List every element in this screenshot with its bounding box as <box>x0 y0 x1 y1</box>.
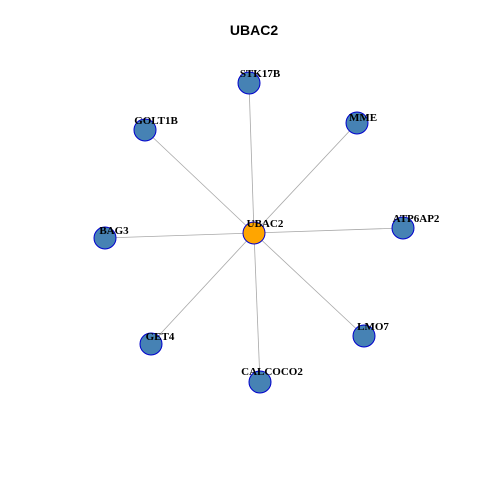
node-golt1b[interactable] <box>133 118 157 142</box>
edge-atp6ap2 <box>253 227 404 234</box>
edge-stk17b <box>248 82 255 234</box>
label-get4: GET4 <box>146 331 175 343</box>
label-calcoco2: CALCOCO2 <box>241 366 303 378</box>
label-lmo7: LMO7 <box>357 321 389 333</box>
labels-layer: STK17B MME ATP6AP2 LMO7 CALCOCO2 GET4 BA… <box>99 68 440 378</box>
label-atp6ap2: ATP6AP2 <box>393 213 440 225</box>
nodes-layer <box>93 71 415 394</box>
label-ubac2-hub: UBAC2 <box>247 218 284 230</box>
label-stk17b: STK17B <box>240 68 281 80</box>
edge-mme <box>253 122 358 234</box>
node-bag3[interactable] <box>93 226 117 250</box>
edge-golt1b <box>144 129 255 234</box>
node-get4[interactable] <box>139 332 163 356</box>
label-golt1b: GOLT1B <box>134 115 178 127</box>
edge-lmo7 <box>253 232 365 337</box>
node-mme[interactable] <box>345 111 369 135</box>
edge-get4 <box>150 232 255 345</box>
label-bag3: BAG3 <box>99 225 129 237</box>
node-atp6ap2[interactable] <box>391 216 415 240</box>
edge-calcoco2 <box>253 232 261 383</box>
graph-title: UBAC2 <box>230 22 278 38</box>
node-calcoco2[interactable] <box>248 370 272 394</box>
edge-bag3 <box>104 232 255 239</box>
node-stk17b[interactable] <box>237 71 261 95</box>
node-ubac2-hub[interactable] <box>242 221 266 245</box>
edges-layer <box>104 82 404 383</box>
node-lmo7[interactable] <box>352 324 376 348</box>
label-mme: MME <box>349 112 377 124</box>
